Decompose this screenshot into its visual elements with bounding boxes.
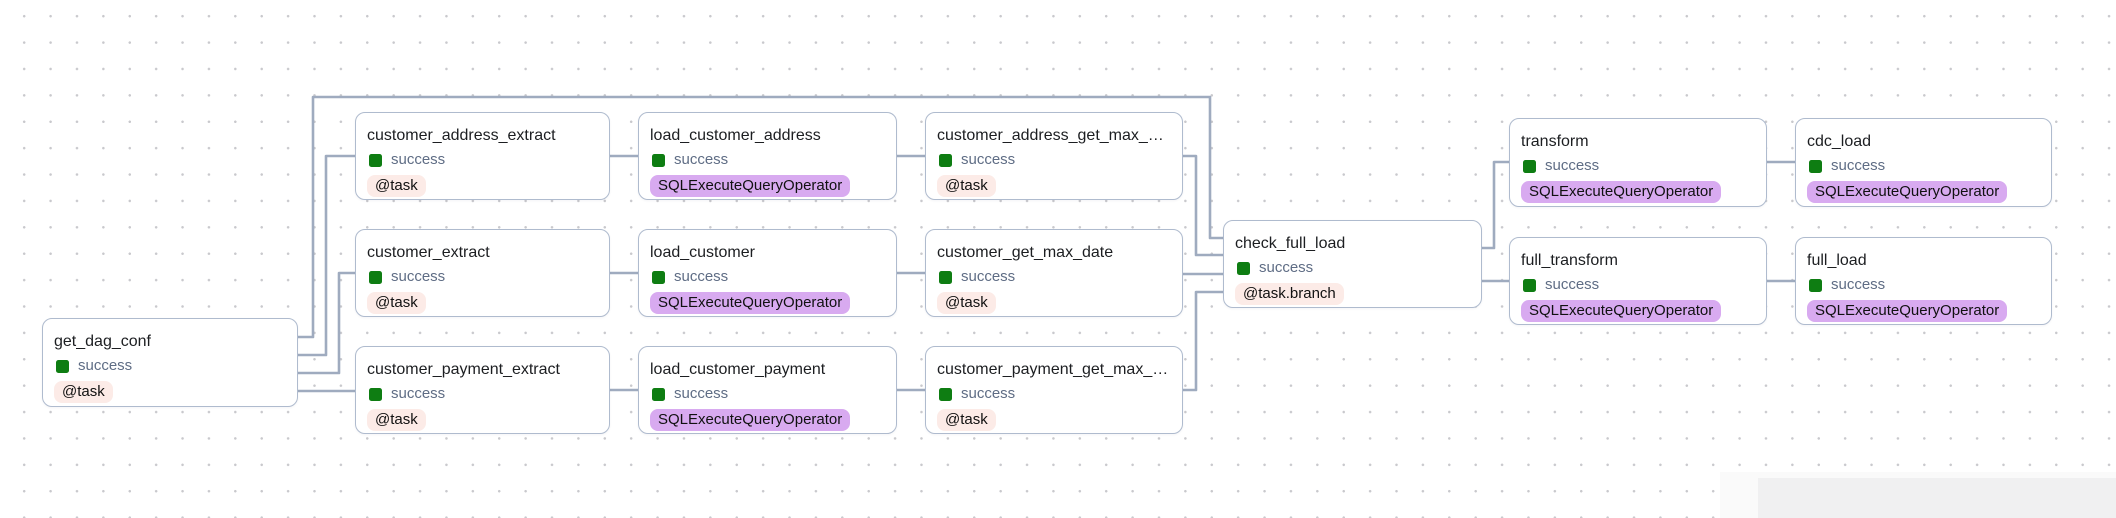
operator-badge: @task [54,381,113,403]
task-status-label: success [391,268,446,285]
task-status-label: success [674,268,729,285]
task-status-label: success [1831,157,1886,174]
edge-customer_address_get_max-to-check_full_load [1183,154,1223,257]
task-status-row: success [367,151,598,169]
task-status-row: success [1807,276,2040,294]
success-status-icon [1523,278,1536,292]
task-status-label: success [961,385,1016,402]
task-node-customer_payment_get_max[interactable]: customer_payment_get_max_…success @task [925,346,1183,434]
task-status-row: success [650,151,885,169]
edge-check_full_load-to-transform [1482,160,1509,250]
task-title: customer_payment_get_max_… [937,361,1169,378]
task-status-row: success [54,357,286,375]
task-status-row: success [650,268,885,286]
task-status-row: success [937,385,1171,403]
success-status-icon [369,270,382,284]
success-status-icon [1237,261,1250,275]
task-status-row: success [937,151,1171,169]
task-title: customer_get_max_date [937,244,1114,261]
operator-badge: @task [937,175,996,197]
task-status-row: success [367,385,598,403]
success-status-icon [652,153,665,167]
task-title: load_customer_address [650,127,821,144]
task-title: load_customer [650,244,755,261]
task-status-label: success [1259,259,1314,276]
task-title: load_customer_payment [650,361,826,378]
operator-badge: SQLExecuteQueryOperator [1807,300,2008,322]
success-status-icon [652,270,665,284]
task-status-row: success [1807,157,2040,175]
operator-badge: @task [367,175,426,197]
task-title: cdc_load [1807,133,1872,150]
task-status-row: success [1521,157,1755,175]
task-status-label: success [391,385,446,402]
success-status-icon [56,359,69,373]
task-status-label: success [961,151,1016,168]
task-status-row: success [937,268,1171,286]
task-title: customer_address_extract [367,127,556,144]
task-title: customer_address_get_max_… [937,127,1164,144]
operator-badge: @task [367,292,426,314]
task-title: full_load [1807,252,1867,269]
edge-get_dag_conf-to-customer_extract [298,271,355,375]
operator-badge: SQLExecuteQueryOperator [1521,181,1722,203]
minimap[interactable] [1758,478,2116,518]
task-status-label: success [391,151,446,168]
task-status-label: success [961,268,1016,285]
success-status-icon [939,387,952,401]
success-status-icon [369,153,382,167]
task-status-label: success [1831,276,1886,293]
operator-badge: SQLExecuteQueryOperator [650,175,851,197]
operator-badge: @task [937,409,996,431]
task-title: customer_payment_extract [367,361,560,378]
task-status-row: success [1235,259,1470,277]
task-status-row: success [1521,276,1755,294]
operator-badge: @task [367,409,426,431]
task-status-label: success [78,357,133,374]
operator-badge: SQLExecuteQueryOperator [650,292,851,314]
edge-get_dag_conf-to-check_full_load [298,95,1223,339]
task-title: check_full_load [1235,235,1346,252]
operator-badge: SQLExecuteQueryOperator [1807,181,2008,203]
task-node-customer_address_get_max[interactable]: customer_address_get_max_…success @task [925,112,1183,200]
task-status-row: success [367,268,598,286]
operator-badge: @task [937,292,996,314]
success-status-icon [939,270,952,284]
operator-badge: SQLExecuteQueryOperator [650,409,851,431]
success-status-icon [1809,278,1822,292]
operator-badge: @task.branch [1235,283,1344,305]
success-status-icon [1809,159,1822,173]
task-status-label: success [674,151,729,168]
task-status-label: success [1545,276,1600,293]
task-status-row: success [650,385,885,403]
success-status-icon [1523,159,1536,173]
edge-get_dag_conf-to-customer_address_extract [298,154,355,357]
task-status-label: success [674,385,729,402]
task-title: transform [1521,133,1589,150]
task-status-label: success [1545,157,1600,174]
task-title: get_dag_conf [54,333,151,350]
edge-customer_payment_get_max-to-check_full_load [1183,290,1223,392]
success-status-icon [939,153,952,167]
success-status-icon [652,387,665,401]
operator-badge: SQLExecuteQueryOperator [1521,300,1722,322]
task-title: full_transform [1521,252,1618,269]
success-status-icon [369,387,382,401]
task-title: customer_extract [367,244,490,261]
